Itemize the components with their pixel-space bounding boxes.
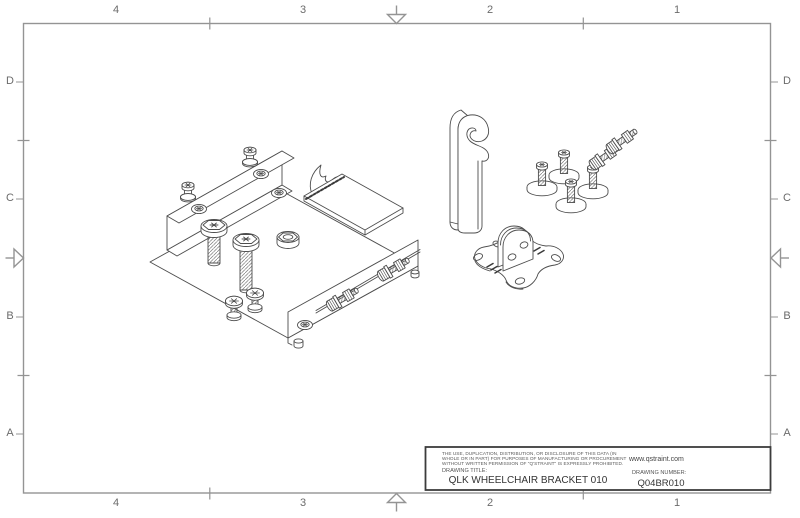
drawing-title: QLK WHEELCHAIR BRACKET 010 — [448, 474, 608, 486]
plate-torx-disc-2 — [271, 187, 287, 199]
zone-tick-marks — [17, 17, 777, 500]
plate-marking-dashes — [486, 246, 545, 274]
stud-washer-3 — [577, 164, 609, 200]
grid-col-label-bottom-3: 3 — [299, 497, 307, 509]
ramp-plate — [303, 164, 404, 236]
grid-row-label-right-b: B — [783, 310, 791, 322]
rail-torx-disc-2 — [253, 168, 269, 180]
hex-nut — [276, 231, 300, 249]
grid-row-label-left-a: A — [6, 427, 14, 439]
center-mark-bottom-icon — [385, 492, 408, 512]
sheet-frame — [5, 5, 789, 512]
rail-screw-2 — [242, 146, 258, 168]
grid-row-label-right-d: D — [783, 75, 791, 87]
legal-line-3: WITHOUT WRITTEN PERMISSION OF "Q'STRAINT… — [442, 461, 624, 467]
clevis-bracket — [497, 225, 534, 272]
rail-end-disc — [297, 319, 313, 331]
grid-col-label-bottom-4: 4 — [112, 497, 120, 509]
grid-col-label-top-1: 1 — [673, 4, 681, 16]
floor-anchor-plate-part — [473, 225, 564, 290]
grid-row-label-left-b: B — [6, 310, 14, 322]
grid-row-label-right-a: A — [783, 427, 791, 439]
row-label-dashes — [16, 81, 778, 435]
hex-bolt-long-1 — [200, 219, 228, 267]
legal-notice: THE USE, DUPLICATION, DISTRIBUTION, OR D… — [442, 451, 627, 467]
stud-washer-1 — [548, 149, 580, 185]
grid-col-label-top-2: 2 — [486, 4, 494, 16]
grid-row-label-right-c: C — [783, 192, 791, 204]
grid-col-label-bottom-2: 2 — [486, 497, 494, 509]
rail-screw-1 — [180, 181, 196, 203]
legal-line-1: THE USE, DUPLICATION, DISTRIBUTION, OR D… — [442, 451, 617, 456]
website-url: www.qstraint.com — [629, 456, 684, 463]
drawing-title-label: DRAWING TITLE: — [442, 468, 488, 474]
grid-row-label-left-d: D — [6, 75, 14, 87]
center-mark-top-icon — [385, 5, 408, 25]
bracket-plate-assembly-drawing — [149, 146, 421, 349]
rail-torx-disc-1 — [191, 203, 207, 215]
drawing-number-label: DRAWING NUMBER: — [632, 470, 687, 476]
center-mark-left-icon — [5, 247, 25, 269]
grid-col-label-top-3: 3 — [299, 4, 307, 16]
drawing-number: Q04BR010 — [637, 478, 685, 489]
legal-line-2: WHOLE OR IN PART) FOR PURPOSES OF MANUFA… — [442, 456, 627, 462]
bolt-nut-2 — [603, 124, 641, 157]
hook-lever-part — [449, 109, 490, 234]
grid-row-label-left-c: C — [6, 192, 14, 204]
center-mark-right-icon — [769, 247, 789, 269]
angle-rail-front — [287, 239, 421, 349]
title-block-border — [424, 446, 772, 491]
grid-col-label-bottom-1: 1 — [673, 497, 681, 509]
grid-col-label-top-4: 4 — [112, 4, 120, 16]
bolt-nut-group — [586, 124, 641, 173]
